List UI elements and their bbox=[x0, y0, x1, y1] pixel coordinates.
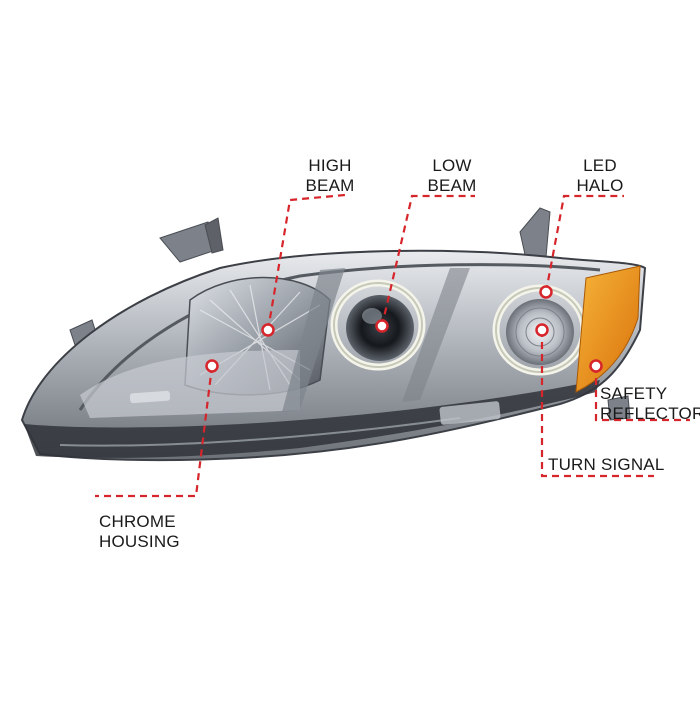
callout-line-high-beam bbox=[266, 193, 346, 331]
label-turn-signal-line1: TURN SIGNAL bbox=[548, 455, 665, 474]
callout-line-turn-signal bbox=[540, 330, 654, 478]
dot-safety-reflector bbox=[589, 359, 603, 373]
dot-low-beam bbox=[375, 319, 389, 333]
label-safety-reflector-line2: REFLECTOR bbox=[600, 404, 700, 423]
callout-dots bbox=[205, 285, 603, 373]
label-safety-reflector: SAFETY REFLECTOR bbox=[600, 384, 700, 424]
dot-chrome-housing bbox=[205, 359, 219, 373]
label-safety-reflector-line1: SAFETY bbox=[600, 384, 668, 403]
callout-line-chrome-housing bbox=[95, 365, 214, 498]
label-chrome-housing: CHROME HOUSING bbox=[99, 512, 195, 552]
housing-lower-bezel bbox=[24, 380, 600, 458]
label-low-beam-line1: LOW bbox=[432, 156, 472, 175]
label-low-beam: LOW BEAM bbox=[422, 156, 482, 196]
callout-line-led-halo bbox=[544, 194, 624, 293]
label-high-beam-line2: BEAM bbox=[305, 176, 355, 195]
safety-reflector-amber bbox=[575, 265, 641, 393]
label-led-halo: LED HALO bbox=[570, 156, 630, 196]
label-chrome-housing-line2: HOUSING bbox=[99, 532, 180, 551]
callout-line-low-beam bbox=[380, 194, 475, 327]
dot-high-beam bbox=[261, 323, 275, 337]
label-led-halo-line2: HALO bbox=[576, 176, 624, 195]
callout-lines bbox=[95, 193, 690, 498]
label-turn-signal: TURN SIGNAL bbox=[548, 455, 668, 475]
label-chrome-housing-line1: CHROME bbox=[99, 512, 176, 531]
label-high-beam: HIGH BEAM bbox=[300, 156, 360, 196]
callout-line-safety-reflector bbox=[594, 366, 690, 422]
label-low-beam-line2: BEAM bbox=[427, 176, 477, 195]
dot-turn-signal bbox=[535, 323, 549, 337]
dot-led-halo bbox=[539, 285, 553, 299]
label-led-halo-line1: LED bbox=[583, 156, 617, 175]
label-high-beam-line1: HIGH bbox=[308, 156, 352, 175]
